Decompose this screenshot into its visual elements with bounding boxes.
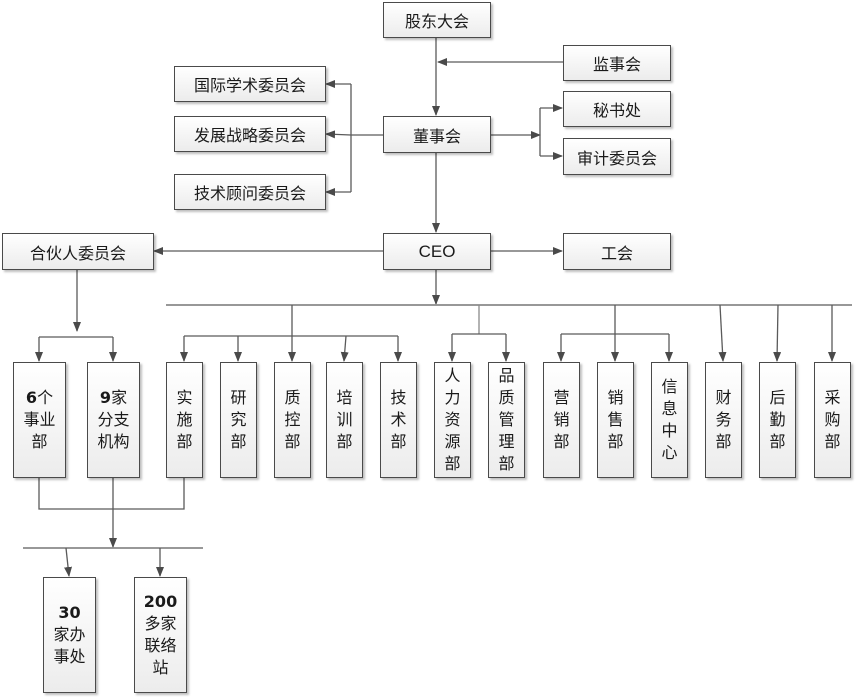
node-intl-academic-committee[interactable]: 国际学术委员会 xyxy=(174,66,326,102)
node-label: 采购部 xyxy=(824,388,841,451)
node-label: 实施部 xyxy=(176,388,193,451)
line-to-training xyxy=(340,335,349,362)
node-dept-quality-management[interactable]: 品质管理部 xyxy=(488,362,525,478)
node-business-divisions[interactable]: 6个事业部 xyxy=(13,362,66,478)
node-label: 9家分支机构 xyxy=(97,388,130,451)
node-label: 信息中心 xyxy=(661,377,678,462)
node-shareholders-meeting[interactable]: 股东大会 xyxy=(383,2,491,38)
node-label: 营销部 xyxy=(553,388,570,451)
node-secretariat[interactable]: 秘书处 xyxy=(563,91,671,127)
node-dept-sales[interactable]: 销售部 xyxy=(597,362,634,478)
node-branch-offices[interactable]: 9家分支机构 xyxy=(87,362,140,478)
node-dept-finance[interactable]: 财务部 xyxy=(705,362,742,478)
node-label: 质控部 xyxy=(284,388,301,451)
node-dev-strategy-committee[interactable]: 发展战略委员会 xyxy=(174,116,326,152)
node-label: 国际学术委员会 xyxy=(193,76,306,95)
node-dept-training[interactable]: 培训部 xyxy=(326,362,363,478)
node-dept-research[interactable]: 研究部 xyxy=(220,362,257,478)
line-to-offices xyxy=(64,547,73,577)
node-label: 合伙人委员会 xyxy=(29,243,126,263)
node-labor-union[interactable]: 工会 xyxy=(563,233,671,270)
node-label: 人力资源部 xyxy=(444,366,461,473)
node-supervisory-board[interactable]: 监事会 xyxy=(563,45,671,81)
node-label: 品质管理部 xyxy=(498,366,515,473)
node-dept-information-center[interactable]: 信息中心 xyxy=(651,362,688,478)
node-dept-technology[interactable]: 技术部 xyxy=(380,362,417,478)
node-label: 技术顾问委员会 xyxy=(193,184,306,203)
node-dept-implementation[interactable]: 实施部 xyxy=(166,362,203,478)
node-dept-quality-control[interactable]: 质控部 xyxy=(274,362,311,478)
node-label: 董事会 xyxy=(412,126,461,146)
node-label: 工会 xyxy=(600,243,633,263)
node-label: 发展战略委员会 xyxy=(193,126,306,145)
node-partners-committee[interactable]: 合伙人委员会 xyxy=(2,233,154,270)
node-label: 后勤部 xyxy=(769,388,786,451)
node-label: 技术部 xyxy=(390,388,407,451)
line-units-merge xyxy=(38,477,185,510)
node-label: 财务部 xyxy=(715,388,732,451)
node-label: 审计委员会 xyxy=(576,148,657,168)
node-tech-advisory-committee[interactable]: 技术顾问委员会 xyxy=(174,174,326,210)
node-board-of-directors[interactable]: 董事会 xyxy=(383,116,491,153)
node-label: 监事会 xyxy=(592,55,641,74)
node-dept-purchasing[interactable]: 采购部 xyxy=(814,362,851,478)
line-to-devstrat xyxy=(325,130,352,139)
node-label: 股东大会 xyxy=(404,12,469,31)
node-ceo[interactable]: CEO xyxy=(383,233,491,270)
node-label: 研究部 xyxy=(230,388,247,451)
node-label: 6个事业部 xyxy=(23,388,56,451)
node-dept-human-resources[interactable]: 人力资源部 xyxy=(434,362,471,478)
node-dept-logistics[interactable]: 后勤部 xyxy=(759,362,796,478)
node-label: 销售部 xyxy=(607,388,624,451)
node-dept-marketing[interactable]: 营销部 xyxy=(543,362,580,478)
node-representative-offices[interactable]: 30家办事处 xyxy=(43,577,96,693)
line-to-logistics xyxy=(773,304,782,362)
node-label: CEO xyxy=(418,241,456,261)
line-to-finance xyxy=(718,304,727,362)
node-label: 培训部 xyxy=(336,388,353,451)
node-audit-committee[interactable]: 审计委员会 xyxy=(563,138,671,175)
node-label: 秘书处 xyxy=(592,101,641,120)
node-label: 30家办事处 xyxy=(53,603,86,666)
